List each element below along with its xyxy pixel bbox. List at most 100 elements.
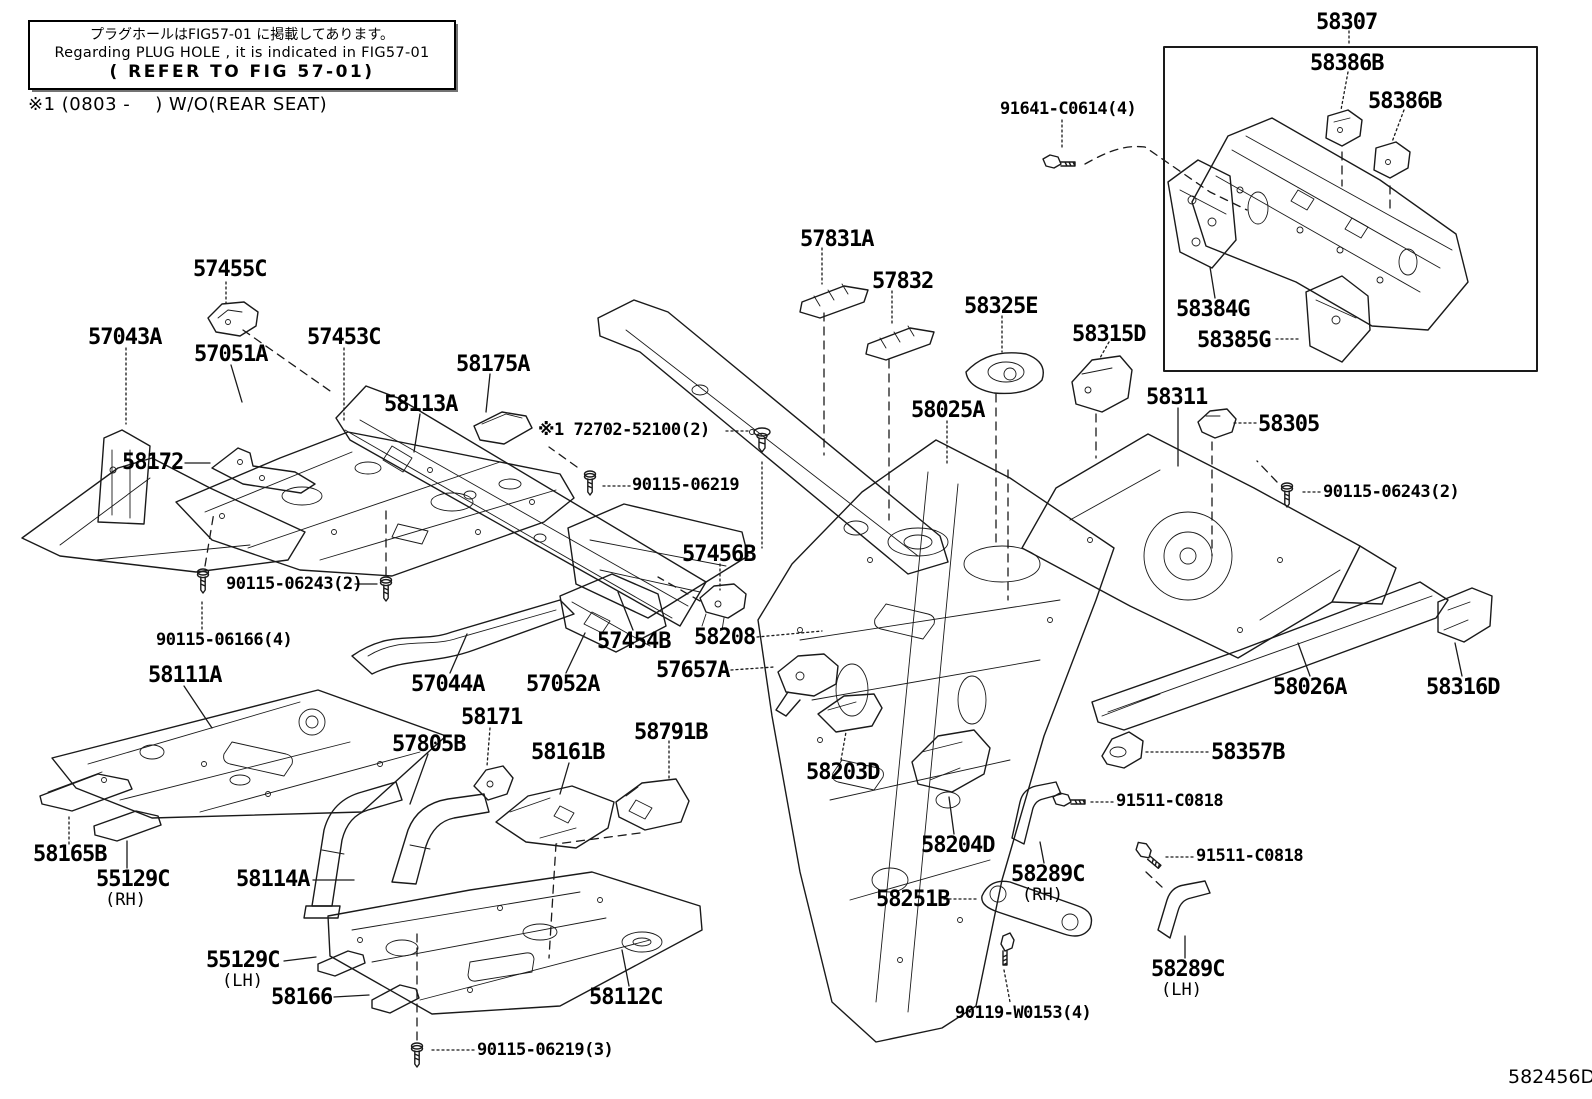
drawing-58791b bbox=[616, 779, 689, 830]
fastener-number-label: 90115-06219(3) bbox=[477, 1040, 614, 1060]
note-line-japanese: プラグホールはFIG57-01 に掲載してあります。 bbox=[90, 27, 394, 44]
part-number-label: 58026A bbox=[1273, 675, 1347, 700]
part-number-label: 58111A bbox=[148, 663, 222, 688]
drawing-57454b bbox=[568, 504, 748, 618]
part-number-label: 55129C bbox=[96, 867, 170, 892]
part-side-label: (RH) bbox=[1022, 885, 1063, 905]
drawing-55129c-lh bbox=[318, 951, 365, 976]
part-number-label: 58316D bbox=[1426, 675, 1500, 700]
part-number-label: 57454B bbox=[597, 629, 671, 654]
screw-90115-06219-3-icon bbox=[410, 1042, 424, 1068]
solid-leader-lines bbox=[127, 267, 1462, 997]
drawing-57805b bbox=[392, 794, 489, 884]
inset-box-58307 bbox=[1164, 47, 1537, 371]
part-number-label: 58386B bbox=[1368, 89, 1442, 114]
bolt-90119-icon bbox=[1000, 932, 1015, 966]
fastener-number-label: 90115-06243(2) bbox=[1323, 482, 1460, 502]
drawing-58166 bbox=[372, 985, 419, 1013]
part-number-label: 58311 bbox=[1146, 385, 1208, 410]
drawing-57831a bbox=[800, 284, 868, 318]
drawing-57052a bbox=[560, 574, 666, 652]
part-number-label: 58113A bbox=[384, 392, 458, 417]
part-number-label: 58385G bbox=[1197, 328, 1271, 353]
part-side-label: (LH) bbox=[222, 971, 263, 991]
part-number-label: 58165B bbox=[33, 842, 107, 867]
part-number-label: 57453C bbox=[307, 325, 381, 350]
drawing-58251b bbox=[982, 881, 1092, 936]
fastener-number-label: 90115-06166(4) bbox=[156, 630, 293, 650]
drawing-58203d bbox=[818, 694, 882, 732]
part-number-label: 58172 bbox=[122, 450, 184, 475]
drawing-58114a bbox=[304, 782, 402, 918]
drawing-58386b-1 bbox=[1326, 110, 1362, 146]
drawing-58171 bbox=[474, 766, 513, 800]
part-number-label: 58289C bbox=[1011, 862, 1085, 887]
fastener-number-label: 90115-06219 bbox=[632, 475, 740, 495]
part-number-label: 58203D bbox=[806, 760, 880, 785]
part-number-label: 58357B bbox=[1211, 740, 1285, 765]
drawing-58175a bbox=[474, 412, 532, 444]
drawing-58305 bbox=[1198, 409, 1236, 438]
part-number-label: 57455C bbox=[193, 257, 267, 282]
drawing-58315d bbox=[1072, 356, 1132, 412]
drawing-center-floor-pan-58208 bbox=[758, 440, 1114, 1042]
fastener-number-label: 90119-W0153(4) bbox=[955, 1003, 1092, 1023]
drawing-58289c-rh bbox=[1012, 782, 1061, 844]
bolt-91641-icon bbox=[1042, 154, 1076, 169]
fastener-glyphs bbox=[196, 154, 1294, 1068]
drawing-57453c bbox=[598, 300, 948, 574]
part-number-label: 58171 bbox=[461, 705, 523, 730]
variant-note: ※1 (0803 - ) W/O(REAR SEAT) bbox=[28, 94, 328, 115]
part-number-label: 58251B bbox=[876, 887, 950, 912]
part-number-label: 58166 bbox=[271, 985, 333, 1010]
part-side-label: (RH) bbox=[105, 890, 146, 910]
fastener-number-label: 91511-C0818 bbox=[1116, 791, 1224, 811]
drawing-57832 bbox=[866, 326, 934, 360]
drawing-58325e bbox=[966, 353, 1043, 394]
drawing-58384g bbox=[1168, 160, 1236, 268]
drawing-57456b bbox=[700, 584, 746, 630]
drawing-58289c-lh bbox=[1158, 881, 1210, 938]
drawing-58316d bbox=[1438, 588, 1492, 642]
drawing-58172 bbox=[212, 448, 315, 493]
drawing-58204d bbox=[912, 730, 990, 792]
screw-90115-06166-icon bbox=[196, 568, 210, 594]
drawing-58112c bbox=[328, 872, 702, 1014]
fastener-number-label: 91511-C0818 bbox=[1196, 846, 1304, 866]
part-number-label: 57657A bbox=[656, 658, 730, 683]
part-number-label: 58175A bbox=[456, 352, 530, 377]
drawing-57044a bbox=[352, 600, 574, 674]
drawing-58026a bbox=[1092, 582, 1448, 730]
part-number-label: 57043A bbox=[88, 325, 162, 350]
drawing-58111a bbox=[52, 690, 446, 818]
drawing-58357b bbox=[1102, 732, 1143, 768]
part-number-label: 58386B bbox=[1310, 51, 1384, 76]
part-number-label: 57044A bbox=[411, 672, 485, 697]
part-number-label: 57832 bbox=[872, 269, 934, 294]
fastener-number-label: 90115-06243(2) bbox=[226, 574, 363, 594]
part-number-label: 57805B bbox=[392, 732, 466, 757]
note-line-refer: ( REFER TO FIG 57-01) bbox=[109, 62, 375, 83]
part-number-label: 58325E bbox=[964, 294, 1038, 319]
part-number-label: 57052A bbox=[526, 672, 600, 697]
part-side-label: (LH) bbox=[1161, 980, 1202, 1000]
part-number-label: 57831A bbox=[800, 227, 874, 252]
part-number-label: 58204D bbox=[921, 833, 995, 858]
drawing-58386b-2 bbox=[1374, 142, 1410, 178]
drawing-58385g bbox=[1306, 276, 1370, 362]
plug-hole-note-box: プラグホールはFIG57-01 に掲載してあります。 Regarding PLU… bbox=[28, 20, 456, 90]
part-number-label: 58791B bbox=[634, 720, 708, 745]
part-number-label: 58289C bbox=[1151, 957, 1225, 982]
drawing-57051a bbox=[336, 386, 706, 626]
note-line-english: Regarding PLUG HOLE , it is indicated in… bbox=[54, 45, 430, 62]
drawing-58165b bbox=[40, 772, 132, 811]
part-number-label: 58384G bbox=[1176, 297, 1250, 322]
drawing-55129c-rh bbox=[94, 811, 161, 841]
drawing-57043a bbox=[22, 430, 305, 572]
bolt-91511-lh-icon bbox=[1131, 838, 1167, 871]
part-number-label: 58025A bbox=[911, 398, 985, 423]
figure-code: 582456D bbox=[1508, 1066, 1592, 1088]
part-number-label: 55129C bbox=[206, 948, 280, 973]
part-number-label: 58307 bbox=[1316, 10, 1378, 35]
